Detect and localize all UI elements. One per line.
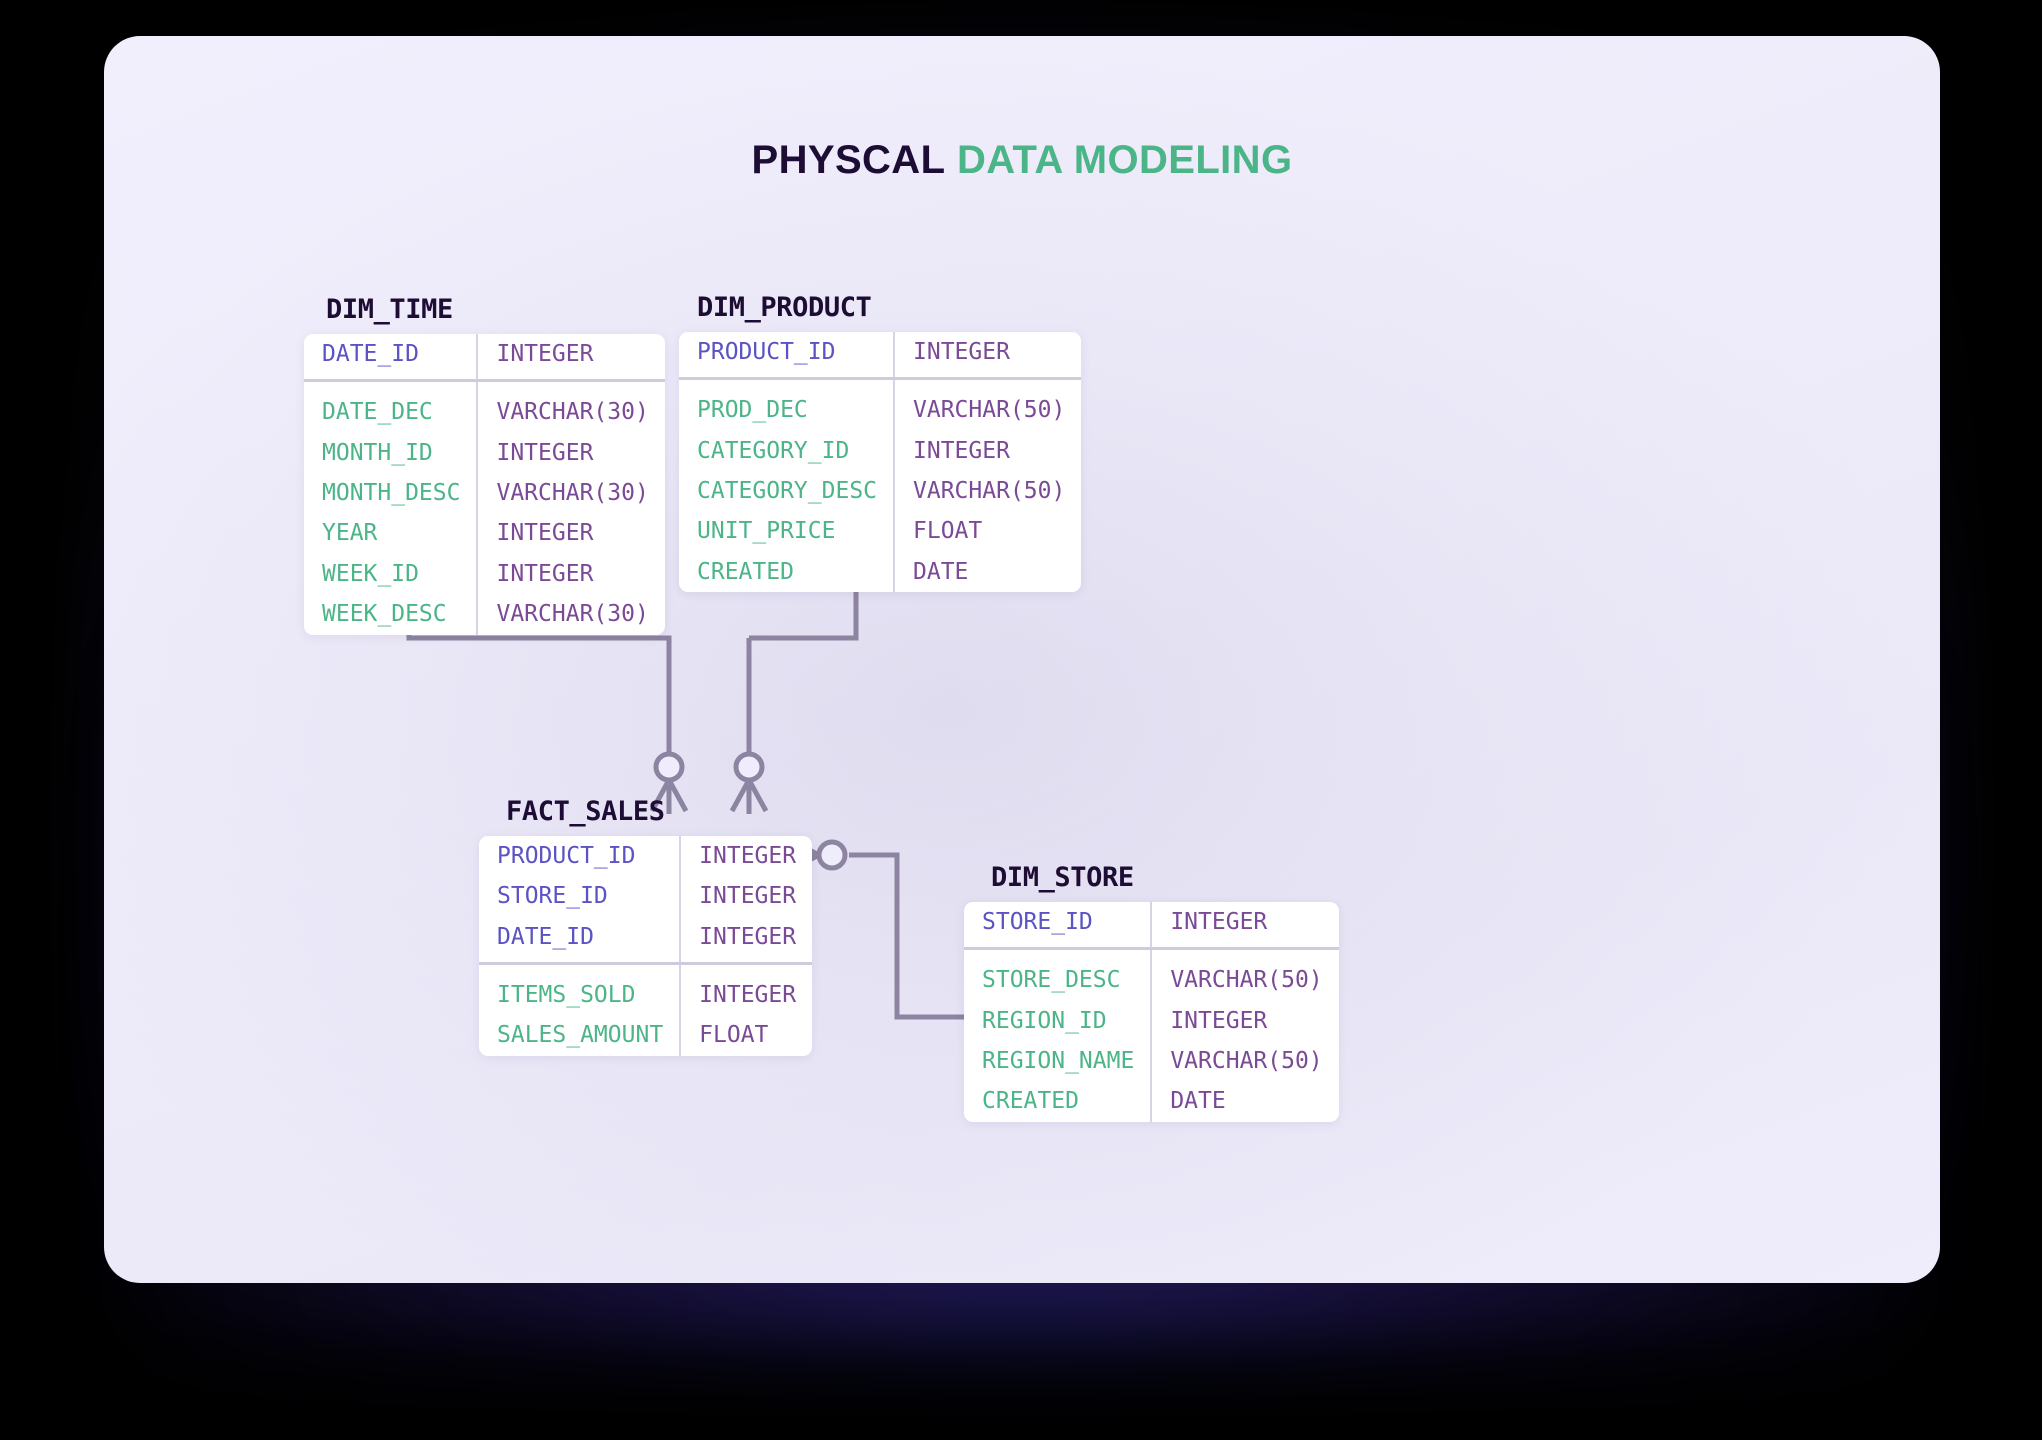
column-name: SALES_AMOUNT: [497, 1022, 664, 1049]
table-row: CREATED DATE: [964, 1081, 1339, 1122]
column-type: INTEGER: [893, 332, 1082, 381]
table-row: PRODUCT_ID INTEGER: [479, 836, 813, 877]
column-name: CREATED: [982, 1088, 1079, 1115]
column-type: VARCHAR(50): [893, 471, 1082, 512]
column-name: DATE_DEC: [322, 399, 433, 426]
column-name: PROD_DEC: [697, 397, 808, 424]
table-row: WEEK_DESC VARCHAR(30): [304, 594, 665, 635]
column-type: INTEGER: [476, 432, 665, 474]
column-name: STORE_ID: [497, 883, 608, 910]
column-name: STORE_DESC: [982, 967, 1121, 994]
entity-dim-product-title: DIM_PRODUCT: [697, 292, 872, 323]
entity-dim-product-columns: PRODUCT_ID INTEGER PROD_DEC VARCHAR(50) …: [679, 332, 1082, 593]
table-row: DATE_DEC VARCHAR(30): [304, 380, 665, 433]
column-name: PRODUCT_ID: [497, 843, 636, 869]
table-row: YEAR INTEGER: [304, 513, 665, 554]
entity-dim-time-title: DIM_TIME: [326, 294, 453, 325]
column-name: WEEK_DESC: [322, 601, 447, 628]
diagram-canvas: PHYSCAL DATA MODELING: [104, 36, 1940, 1283]
column-type: VARCHAR(50): [1150, 1041, 1339, 1082]
column-type: VARCHAR(30): [476, 380, 665, 433]
column-name: YEAR: [322, 520, 378, 547]
page-title-part2: DATA MODELING: [956, 138, 1293, 182]
table-row: WEEK_ID INTEGER: [304, 553, 665, 595]
table-row: MONTH_ID INTEGER: [304, 432, 665, 474]
column-name: WEEK_ID: [322, 560, 419, 587]
table-row: REGION_NAME VARCHAR(50): [964, 1041, 1339, 1082]
column-name: PRODUCT_ID: [679, 332, 895, 381]
entity-dim-time-columns: DATE_ID INTEGER DATE_DEC VARCHAR(30) MON…: [304, 334, 665, 635]
table-row: STORE_ID INTEGER: [964, 902, 1339, 951]
entity-dim-product[interactable]: DIM_PRODUCT PRODUCT_ID INTEGER PROD_DEC …: [679, 292, 1082, 596]
entity-dim-store-columns: STORE_ID INTEGER STORE_DESC VARCHAR(50) …: [964, 902, 1339, 1122]
page-title-part1: PHYSCAL: [751, 138, 946, 182]
column-type: INTEGER: [893, 430, 1082, 472]
column-type: INTEGER: [1150, 1000, 1339, 1042]
table-row: DATE_ID INTEGER: [479, 916, 813, 966]
entity-dim-time[interactable]: DIM_TIME DATE_ID INTEGER DATE_DEC VARCHA…: [304, 294, 665, 639]
column-type: VARCHAR(30): [476, 594, 665, 635]
column-name: CREATED: [697, 558, 794, 585]
column-type: INTEGER: [679, 963, 813, 1016]
column-type: INTEGER: [1150, 902, 1339, 951]
column-name: UNIT_PRICE: [697, 518, 836, 545]
column-name: REGION_ID: [982, 1007, 1107, 1034]
column-type: VARCHAR(50): [1150, 948, 1339, 1001]
table-row: ITEMS_SOLD INTEGER: [479, 963, 813, 1016]
table-row: MONTH_DESC VARCHAR(30): [304, 473, 665, 514]
column-type: INTEGER: [679, 836, 813, 877]
column-type: INTEGER: [476, 553, 665, 595]
column-name: MONTH_ID: [322, 439, 433, 466]
column-type: FLOAT: [893, 511, 1082, 552]
column-name: CATEGORY_DESC: [697, 478, 878, 505]
page-title: PHYSCAL DATA MODELING: [104, 138, 1940, 183]
column-name: REGION_NAME: [982, 1048, 1135, 1075]
table-row: DATE_ID INTEGER: [304, 334, 665, 383]
rel-dimproduct-factsales-line: [746, 566, 859, 778]
entity-fact-sales-box: PRODUCT_ID INTEGER STORE_ID INTEGER DATE…: [479, 836, 813, 1056]
table-row: PRODUCT_ID INTEGER: [679, 332, 1082, 381]
table-row: CREATED DATE: [679, 551, 1082, 593]
table-row: STORE_DESC VARCHAR(50): [964, 948, 1339, 1001]
column-type: DATE: [1150, 1081, 1339, 1122]
column-type: INTEGER: [476, 513, 665, 554]
column-type: INTEGER: [476, 334, 665, 383]
entity-fact-sales-columns: PRODUCT_ID INTEGER STORE_ID INTEGER DATE…: [479, 836, 813, 1056]
column-type: VARCHAR(50): [893, 378, 1082, 431]
table-row: CATEGORY_ID INTEGER: [679, 430, 1082, 472]
entity-fact-sales-title: FACT_SALES: [506, 796, 665, 827]
entity-dim-store[interactable]: DIM_STORE STORE_ID INTEGER STORE_DESC VA…: [964, 862, 1339, 1126]
column-name: MONTH_DESC: [322, 480, 461, 507]
column-name: DATE_ID: [479, 916, 681, 966]
entity-dim-product-box: PRODUCT_ID INTEGER PROD_DEC VARCHAR(50) …: [679, 332, 1082, 593]
entity-fact-sales[interactable]: FACT_SALES PRODUCT_ID INTEGER STORE_ID I…: [479, 796, 813, 1060]
entity-dim-store-title: DIM_STORE: [991, 862, 1134, 893]
column-type: VARCHAR(30): [476, 473, 665, 514]
column-type: FLOAT: [679, 1015, 813, 1056]
column-type: DATE: [893, 551, 1082, 593]
entity-dim-store-box: STORE_ID INTEGER STORE_DESC VARCHAR(50) …: [964, 902, 1339, 1122]
table-row: UNIT_PRICE FLOAT: [679, 511, 1082, 552]
column-name: DATE_ID: [304, 334, 478, 383]
column-type: INTEGER: [679, 876, 813, 917]
column-name: CATEGORY_ID: [697, 437, 850, 464]
table-row: STORE_ID INTEGER: [479, 876, 813, 917]
table-row: REGION_ID INTEGER: [964, 1000, 1339, 1042]
table-row: CATEGORY_DESC VARCHAR(50): [679, 471, 1082, 512]
column-name: ITEMS_SOLD: [497, 982, 636, 1009]
entity-dim-time-box: DATE_ID INTEGER DATE_DEC VARCHAR(30) MON…: [304, 334, 665, 635]
table-row: PROD_DEC VARCHAR(50): [679, 378, 1082, 431]
column-type: INTEGER: [679, 916, 813, 966]
column-name: STORE_ID: [964, 902, 1152, 951]
table-row: SALES_AMOUNT FLOAT: [479, 1015, 813, 1056]
